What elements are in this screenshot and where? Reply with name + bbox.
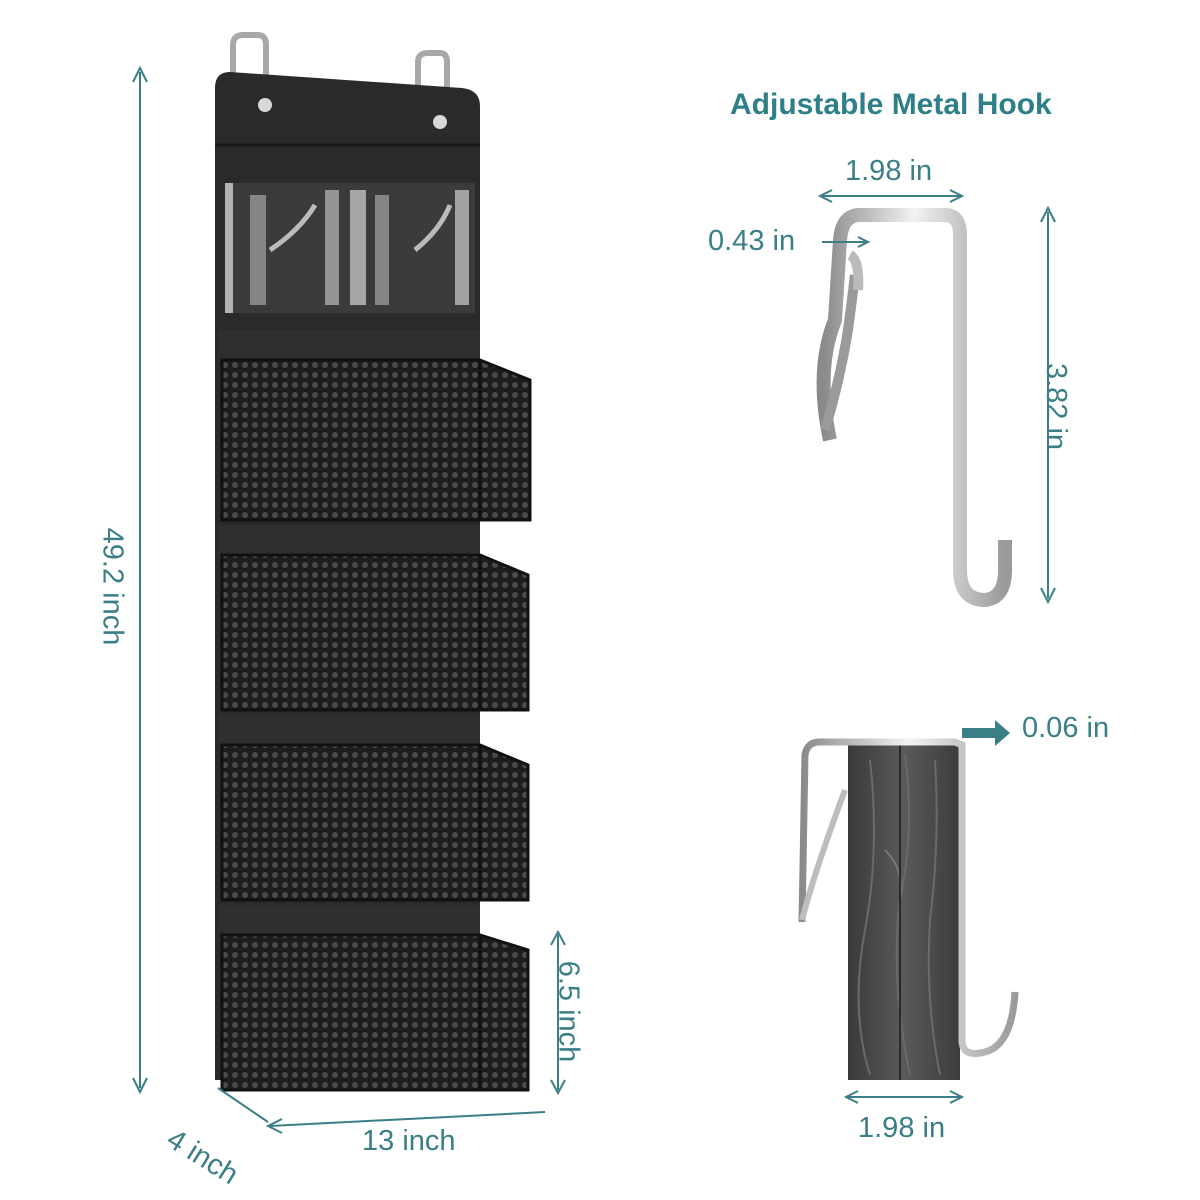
mesh-basket-4 xyxy=(218,905,530,1092)
hook-thickness-label: 0.06 in xyxy=(1022,712,1110,744)
hook-length-label: 3.82 in xyxy=(1040,362,1073,451)
hook-gap-label: 0.43 in xyxy=(708,225,796,257)
mesh-basket-3 xyxy=(218,715,530,902)
height-label: 49.2 inch xyxy=(96,527,129,646)
hook-on-door xyxy=(798,738,1019,1057)
metal-hook-detail xyxy=(816,208,1012,607)
organizer-hook-left xyxy=(230,32,269,85)
hook-title: Adjustable Metal Hook xyxy=(730,88,1052,121)
door-width-arrow xyxy=(843,1090,965,1104)
thickness-arrow-icon xyxy=(962,720,1010,746)
door-organizer xyxy=(215,72,532,1092)
clear-pockets xyxy=(225,183,475,313)
pocket-height-arrow xyxy=(550,929,566,1096)
height-dimension-arrow xyxy=(132,65,148,1095)
door-width-label: 1.98 in xyxy=(858,1112,946,1144)
hook-length-arrow xyxy=(1040,205,1056,605)
pocket-height-label: 6.5 inch xyxy=(552,960,585,1063)
door-section xyxy=(848,745,960,1080)
hook-width-label: 1.98 in xyxy=(845,155,933,187)
width-label: 13 inch xyxy=(362,1125,456,1157)
hook-gap-arrow xyxy=(822,236,871,248)
depth-dimension-arrow xyxy=(217,1087,269,1123)
width-dimension-arrow xyxy=(265,1111,546,1134)
mesh-basket-1 xyxy=(218,330,532,522)
organizer-hook-right xyxy=(415,50,450,88)
mesh-basket-2 xyxy=(218,525,530,712)
hook-width-arrow xyxy=(817,189,965,203)
